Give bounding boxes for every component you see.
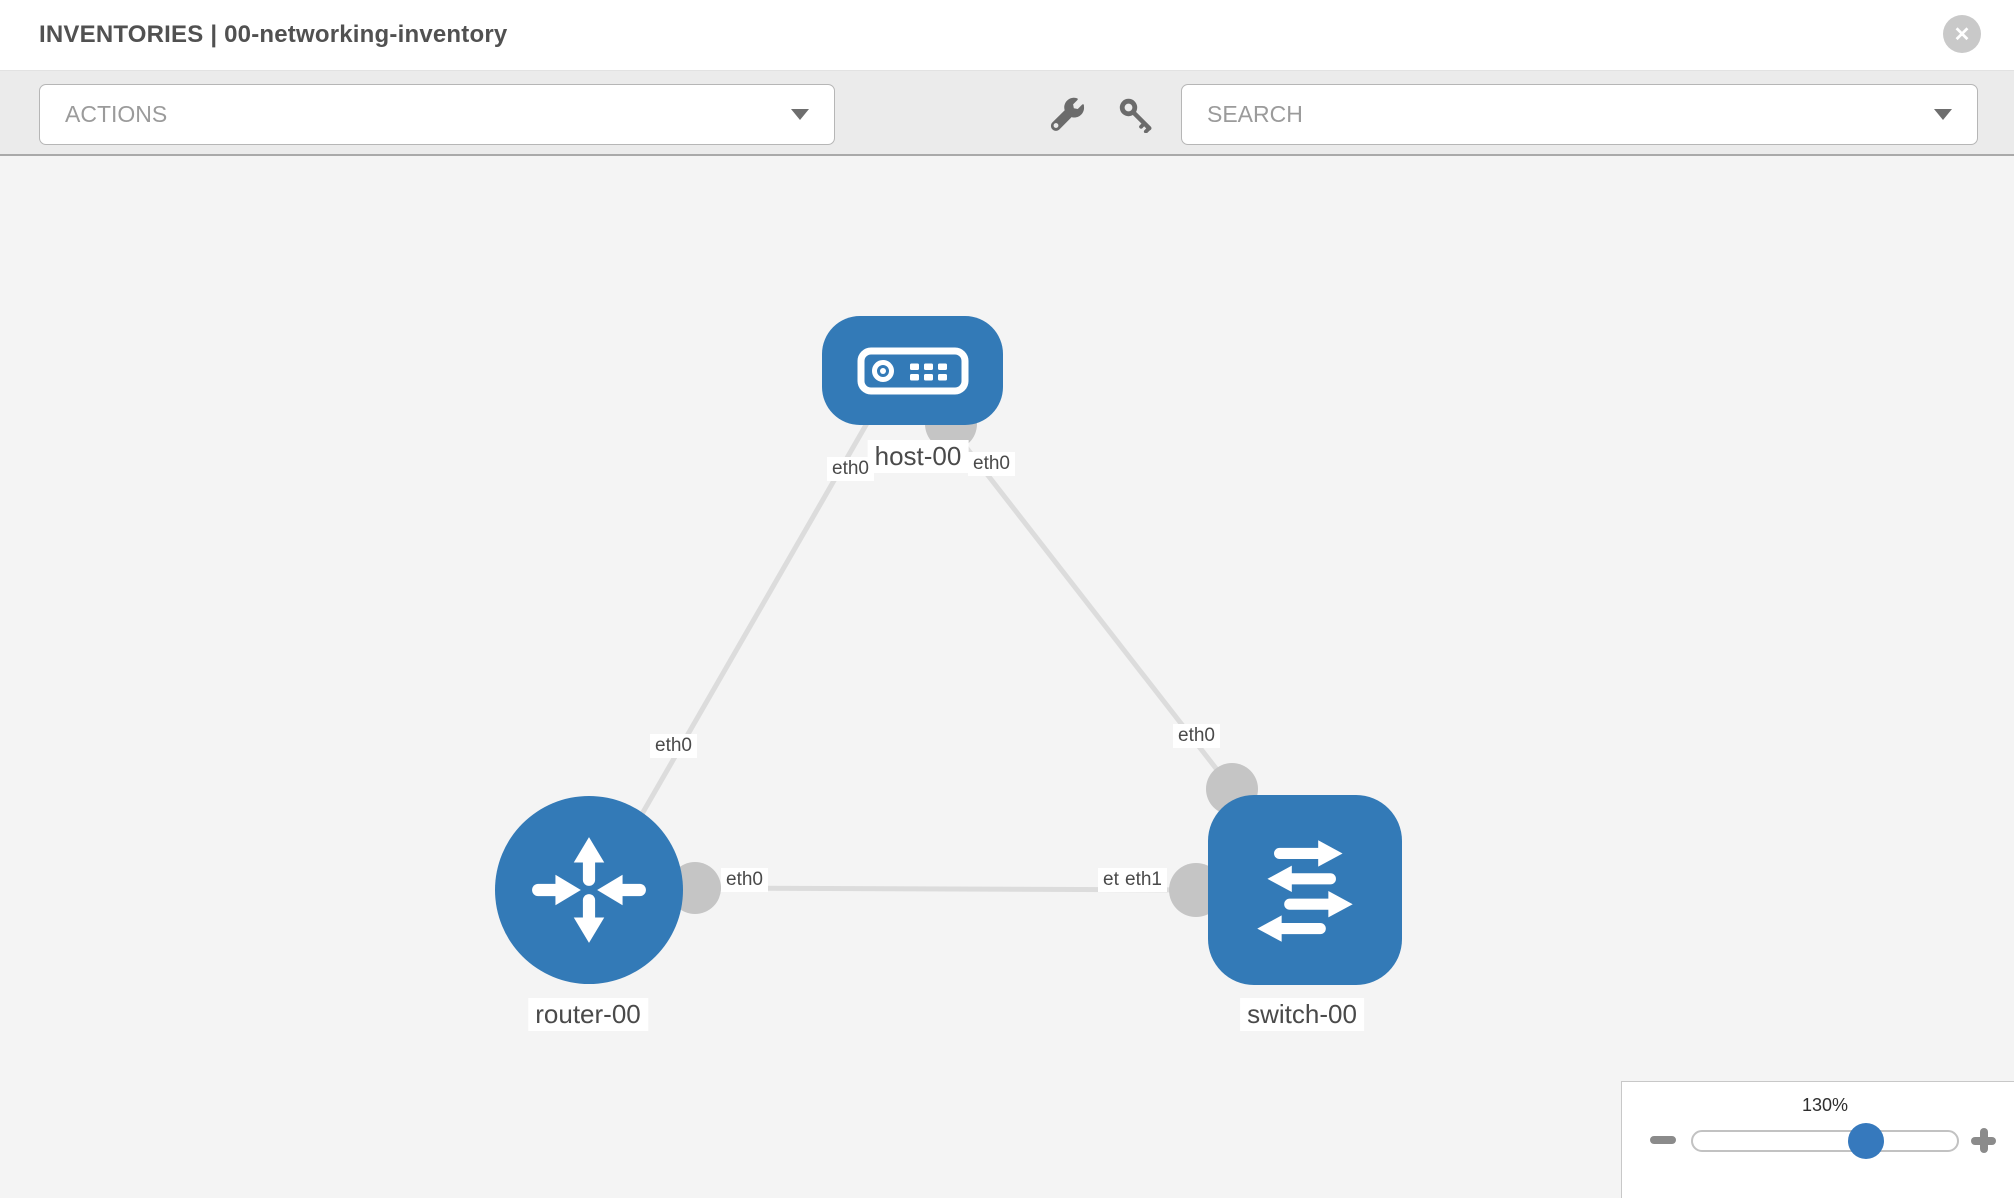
zoom-slider[interactable] xyxy=(1691,1123,1959,1159)
toolbar: ACTIONS SEARCH xyxy=(0,71,2014,156)
interface-label: eth1 xyxy=(1120,868,1167,892)
zoom-slider-handle[interactable] xyxy=(1848,1123,1884,1159)
actions-dropdown[interactable]: ACTIONS xyxy=(39,84,835,145)
node-router-00[interactable] xyxy=(495,796,683,984)
close-icon: ✕ xyxy=(1953,23,1971,46)
zoom-panel: 130% xyxy=(1621,1081,2014,1198)
node-label-router: router-00 xyxy=(528,998,648,1031)
zoom-out-button[interactable] xyxy=(1650,1136,1676,1144)
node-host-00[interactable] xyxy=(822,316,1003,425)
zoom-in-button[interactable] xyxy=(1971,1128,1996,1153)
interface-label: eth0 xyxy=(827,457,874,481)
key-icon[interactable] xyxy=(1118,97,1154,133)
interface-label: eth0 xyxy=(968,452,1015,476)
header: INVENTORIES | 00-networking-inventory ✕ xyxy=(0,0,2014,71)
host-icon xyxy=(857,347,968,394)
zoom-level: 130% xyxy=(1801,1095,1849,1115)
wrench-icon[interactable] xyxy=(1050,97,1086,133)
chevron-down-icon xyxy=(1934,109,1952,120)
node-label-switch: switch-00 xyxy=(1240,998,1364,1031)
interface-label: eth0 xyxy=(650,734,697,758)
topology-canvas[interactable]: host-00 router-00 switch-00 eth0 eth0 et… xyxy=(0,156,2014,1198)
page-title: INVENTORIES | 00-networking-inventory xyxy=(39,21,508,48)
switch-icon xyxy=(1257,840,1353,942)
interface-label: eth0 xyxy=(1173,724,1220,748)
search-dropdown-label: SEARCH xyxy=(1207,101,1303,127)
search-dropdown[interactable]: SEARCH xyxy=(1181,84,1978,145)
close-button[interactable]: ✕ xyxy=(1943,15,1981,53)
chevron-down-icon xyxy=(791,109,809,120)
router-icon xyxy=(532,837,646,943)
node-label-host: host-00 xyxy=(867,440,969,473)
actions-dropdown-label: ACTIONS xyxy=(65,101,168,127)
topology-links xyxy=(639,416,1234,893)
node-switch-00[interactable] xyxy=(1208,795,1402,985)
interface-label: eth0 xyxy=(721,868,768,892)
